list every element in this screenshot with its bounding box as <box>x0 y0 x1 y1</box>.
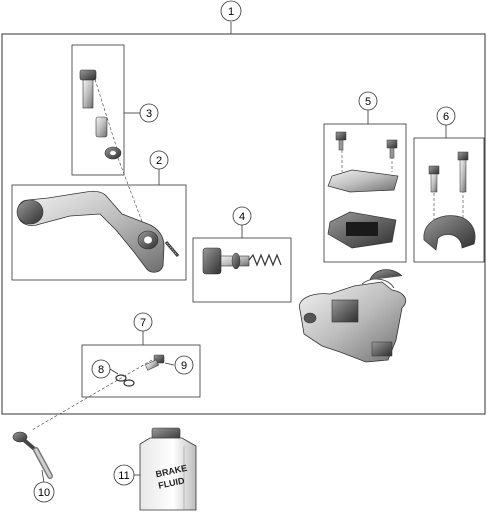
part-4-piston-kit <box>202 247 282 275</box>
callout-9: 9 <box>181 360 187 372</box>
part-9-bolt <box>144 354 165 371</box>
part-3-pivot-bolt-set <box>79 69 122 160</box>
callout-4: 4 <box>239 211 245 223</box>
callout-7: 7 <box>140 317 146 329</box>
part-8-washers <box>115 374 135 387</box>
callout-1: 1 <box>228 6 234 18</box>
part-2-brake-lever <box>16 190 180 273</box>
group-box-2 <box>11 184 187 281</box>
callout-circles <box>33 0 456 503</box>
callout-8: 8 <box>98 364 104 376</box>
callout-2: 2 <box>156 155 162 167</box>
part-6-clamp-set <box>423 151 476 251</box>
callout-11: 11 <box>118 470 129 482</box>
leader-lines <box>41 110 447 484</box>
part-11-brake-fluid-bottle <box>139 427 197 511</box>
callout-5: 5 <box>365 96 371 108</box>
group-box-5 <box>323 123 407 263</box>
callout-10: 10 <box>38 487 50 499</box>
master-cylinder-body <box>298 269 406 363</box>
part-5-reservoir-cover-kit <box>327 131 399 249</box>
group-box-3 <box>71 44 125 176</box>
part-10-banjo-fitting <box>12 431 53 479</box>
callout-3: 3 <box>146 108 152 120</box>
group-box-7 <box>81 344 201 398</box>
callout-6: 6 <box>443 111 449 123</box>
assembly-frame <box>1 33 486 415</box>
group-box-6 <box>413 137 485 263</box>
